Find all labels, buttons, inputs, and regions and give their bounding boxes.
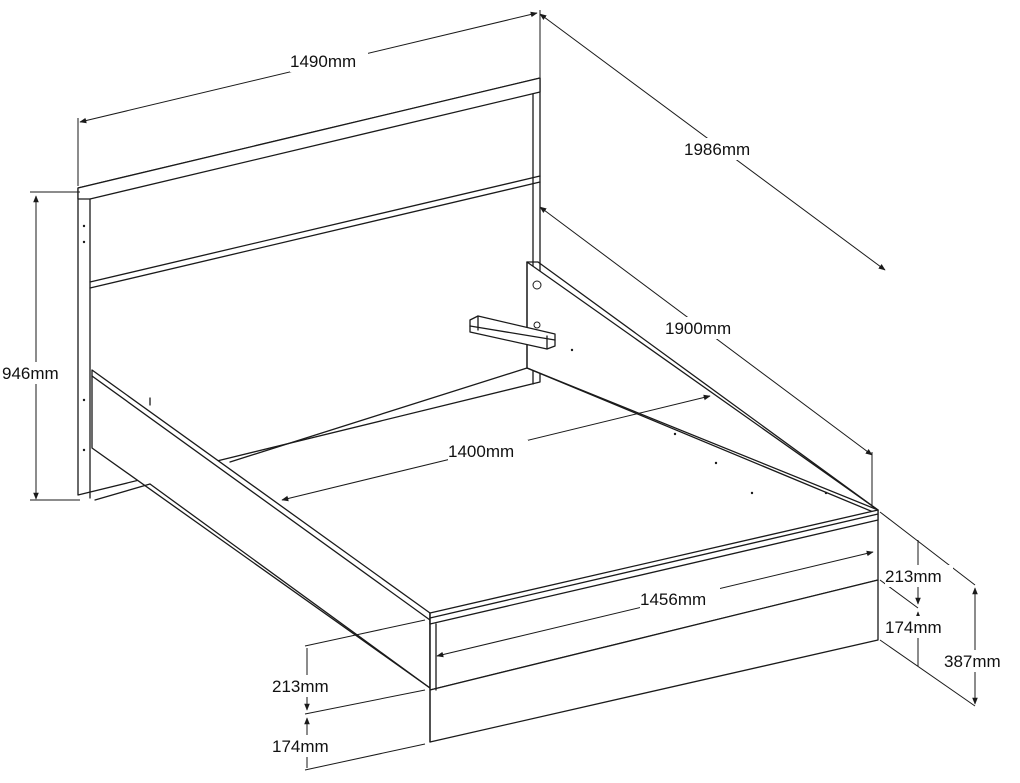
label-side-rail-length: 1900mm [665, 319, 731, 338]
label-footboard-width: 1456mm [640, 590, 706, 609]
label-leg-height-right: 174mm [885, 618, 942, 637]
label-total-height-right: 387mm [944, 652, 1001, 671]
label-headboard-width: 1490mm [290, 52, 356, 71]
label-total-length: 1986mm [684, 140, 750, 159]
label-rail-height-right: 213mm [885, 567, 942, 586]
label-leg-height-left: 174mm [272, 737, 329, 756]
right-side-rail [526, 261, 879, 515]
label-headboard-height: 946mm [2, 364, 59, 383]
footboard [429, 509, 879, 743]
label-inner-width: 1400mm [448, 442, 514, 461]
label-rail-height-left: 213mm [272, 677, 329, 696]
